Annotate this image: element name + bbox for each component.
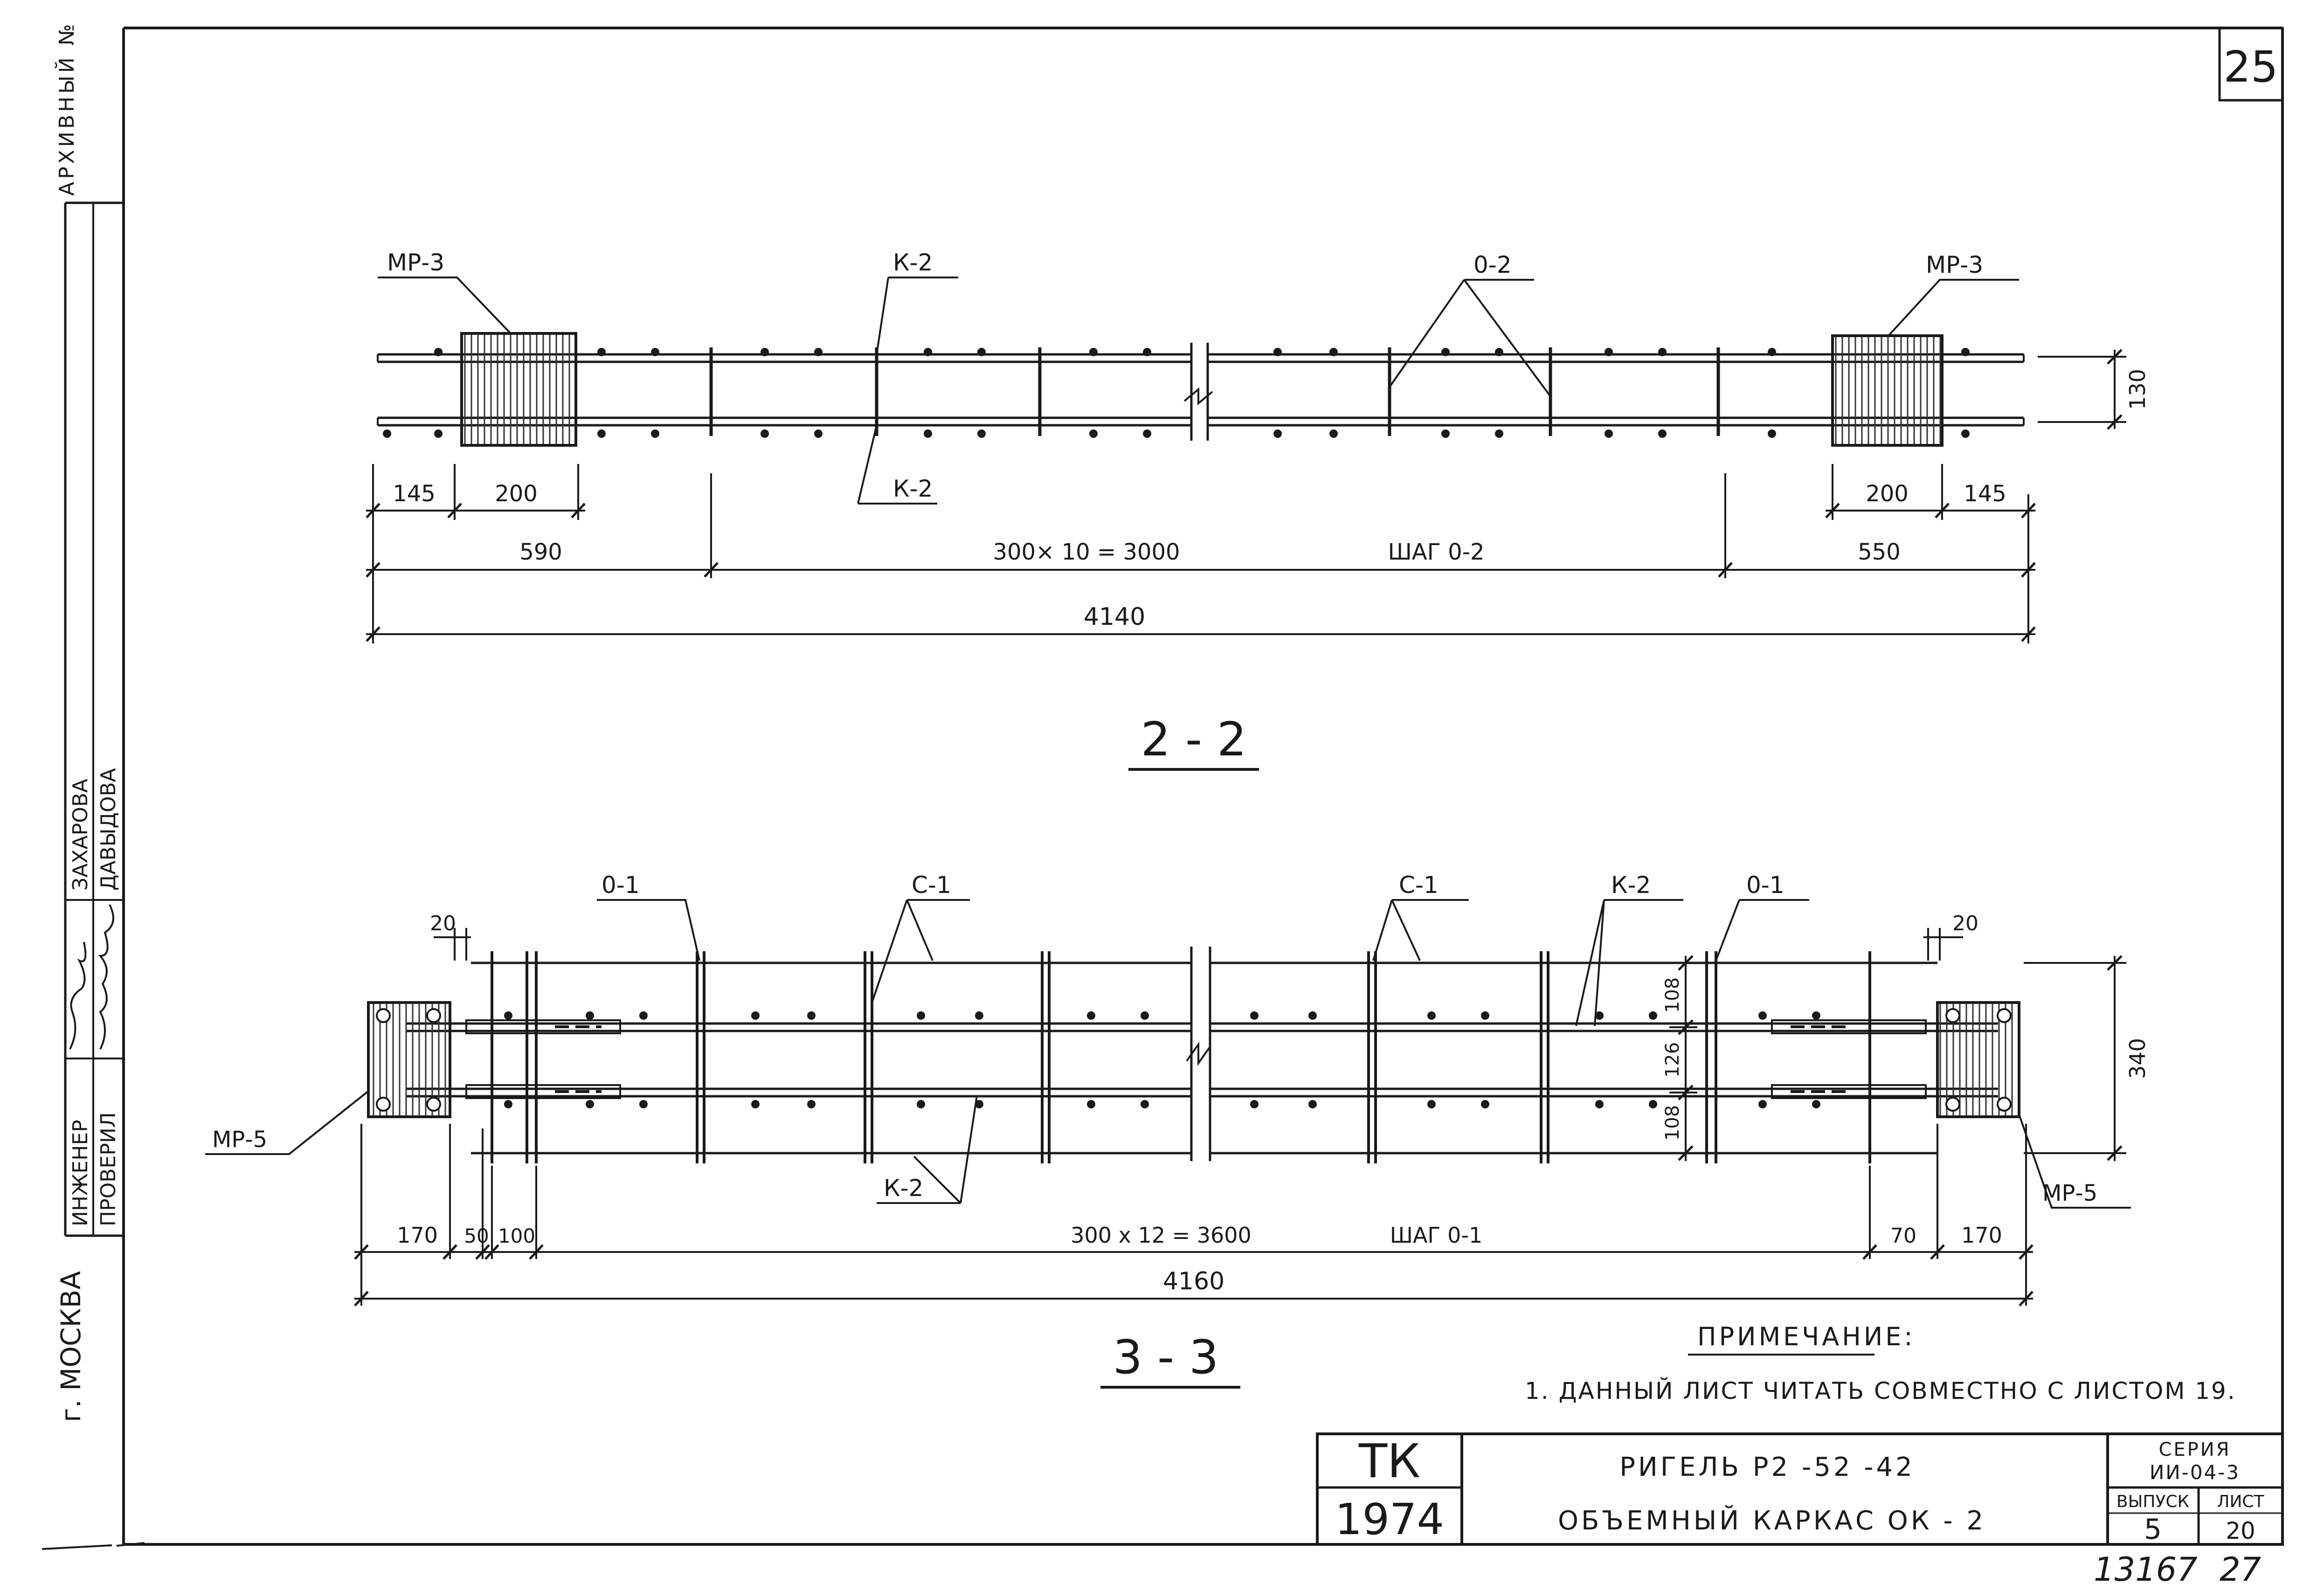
plate-mp3-right: [1831, 334, 1944, 447]
plate-mp5-left: [367, 1001, 451, 1118]
label-o1-right: 0-1: [1746, 872, 1784, 899]
label-mp5-left: МР-5: [212, 1127, 267, 1153]
dim-200-right: 200: [1866, 481, 1909, 507]
label-c1-left: С-1: [912, 872, 951, 899]
note-title: ПРИМЕЧАНИЕ:: [1697, 1322, 1916, 1351]
dimensions-3-3: [354, 928, 2126, 1306]
leaders-3-3: [205, 899, 2131, 1209]
label-c1-right: С-1: [1399, 872, 1439, 899]
bar-dots-3-3: [504, 1011, 1820, 1108]
longitudinal-bars: [377, 353, 2025, 427]
break-mark: [1183, 343, 1213, 441]
title-line-2: ОБЪЕМНЫЙ КАРКАС ОК - 2: [1558, 1505, 1986, 1536]
dim-126: 126: [1662, 1042, 1683, 1078]
label-mp3-left: МР-3: [387, 249, 444, 276]
checker-signature: [98, 904, 114, 1050]
dim-145-left: 145: [393, 481, 436, 507]
label-k2-bottom: К-2: [893, 475, 933, 502]
label-k2-top-3-3: К-2: [1611, 872, 1651, 899]
engineer-role: ИНЖЕНЕР: [69, 1120, 92, 1226]
stirrups-3-3: [491, 951, 1871, 1163]
bar-dots-2-2: [383, 348, 1970, 438]
dim-50: 50: [464, 1224, 489, 1247]
step-o1: ШАГ 0-1: [1390, 1223, 1482, 1248]
engineer-signature: [69, 941, 87, 1050]
note: ПРИМЕЧАНИЕ: 1. ДАННЫЙ ЛИСТ ЧИТАТЬ СОВМЕС…: [1525, 1322, 2236, 1404]
note-text: 1. ДАННЫЙ ЛИСТ ЧИТАТЬ СОВМЕСТНО С ЛИСТОМ…: [1525, 1377, 2236, 1404]
title-line-1: РИГЕЛЬ Р2 -52 -42: [1619, 1452, 1915, 1482]
margin-mark: [42, 1542, 145, 1550]
section-title-2-2: 2 - 2: [1141, 712, 1247, 767]
engineer-name: ЗАХАРОВА: [69, 779, 92, 891]
dim-200-left: 200: [495, 481, 538, 507]
label-k2-top: К-2: [893, 249, 933, 276]
title-block: ТК 1974 РИГЕЛЬ Р2 -52 -42 ОБЪЕМНЫЙ КАРКА…: [1316, 1432, 2284, 1546]
footer-number: 13167: [2094, 1550, 2198, 1589]
anchor-rods: [465, 1019, 1927, 1099]
sheet-number-box: 25: [2218, 27, 2284, 102]
checker-name: ДАВЫДОВА: [97, 768, 120, 891]
side-stamp: АРХИВНЫЙ № ИНЖЕНЕР ПРОВЕРИЛ ЗАХАРОВА ДАВ…: [54, 21, 124, 1422]
issue-label: ВЫПУСК: [2116, 1492, 2189, 1511]
dimensions-2-2: [366, 350, 2126, 643]
dim-3000: 300× 10 = 3000: [993, 539, 1180, 565]
dim-108-top: 108: [1662, 977, 1683, 1013]
label-o1-left: 0-1: [602, 872, 640, 899]
sheet-value: 20: [2226, 1517, 2255, 1544]
section-title-3-3: 3 - 3: [1113, 1330, 1219, 1384]
section-2-2: МР-3 К-2 К-2 0-2 МР-3: [366, 249, 2150, 771]
dim-100: 100: [498, 1224, 535, 1247]
dim-550: 550: [1858, 539, 1901, 565]
sheet-label: ЛИСТ: [2217, 1492, 2264, 1511]
dim-20-left: 20: [430, 912, 456, 935]
footer-page: 27: [2220, 1550, 2261, 1589]
series-value: ИИ-04-3: [2150, 1461, 2240, 1484]
sheet-number: 25: [2223, 42, 2278, 92]
plate-mp5-right: [1936, 1001, 2020, 1118]
dim-145-right: 145: [1964, 481, 2006, 507]
plate-mp3-left: [460, 332, 577, 447]
dim-590: 590: [519, 539, 562, 565]
org-code: ТК: [1358, 1434, 1420, 1488]
stirrups-2-2: [709, 347, 1720, 436]
dim-170-right: 170: [1961, 1223, 2002, 1248]
series-label: СЕРИЯ: [2158, 1439, 2231, 1460]
dim-4140: 4140: [1084, 603, 1145, 631]
label-mp5-right: МР-5: [2042, 1180, 2097, 1206]
label-mp3-right: МР-3: [1926, 251, 1983, 278]
step-o2: ШАГ 0-2: [1388, 539, 1484, 565]
dim-170-left: 170: [397, 1223, 438, 1248]
dim-108-bottom: 108: [1662, 1105, 1683, 1141]
year: 1974: [1335, 1494, 1444, 1544]
checker-role: ПРОВЕРИЛ: [97, 1112, 120, 1226]
label-o2: 0-2: [1473, 251, 1512, 278]
dim-ticks-3-3: [354, 955, 2123, 1307]
leaders-2-2: [378, 277, 2019, 505]
dim-340: 340: [2125, 1038, 2150, 1079]
dim-ticks-2-2: [366, 349, 2123, 642]
dim-20-right: 20: [1952, 912, 1978, 935]
dim-3600: 300 х 12 = 3600: [1071, 1223, 1252, 1248]
dim-4160: 4160: [1163, 1267, 1224, 1295]
break-mark-3-3: [1186, 947, 1211, 1161]
city-label: г. МОСКВА: [55, 1271, 87, 1422]
dim-130: 130: [2125, 369, 2150, 410]
dim-70: 70: [1890, 1224, 1916, 1248]
archive-label: АРХИВНЫЙ №: [54, 21, 79, 196]
label-k2-bottom-3-3: К-2: [884, 1175, 923, 1202]
section-3-3: 0-1 С-1 С-1 К-2 0-1 К-2 МР-5 МР-5: [205, 872, 2150, 1389]
issue-value: 5: [2144, 1513, 2162, 1546]
